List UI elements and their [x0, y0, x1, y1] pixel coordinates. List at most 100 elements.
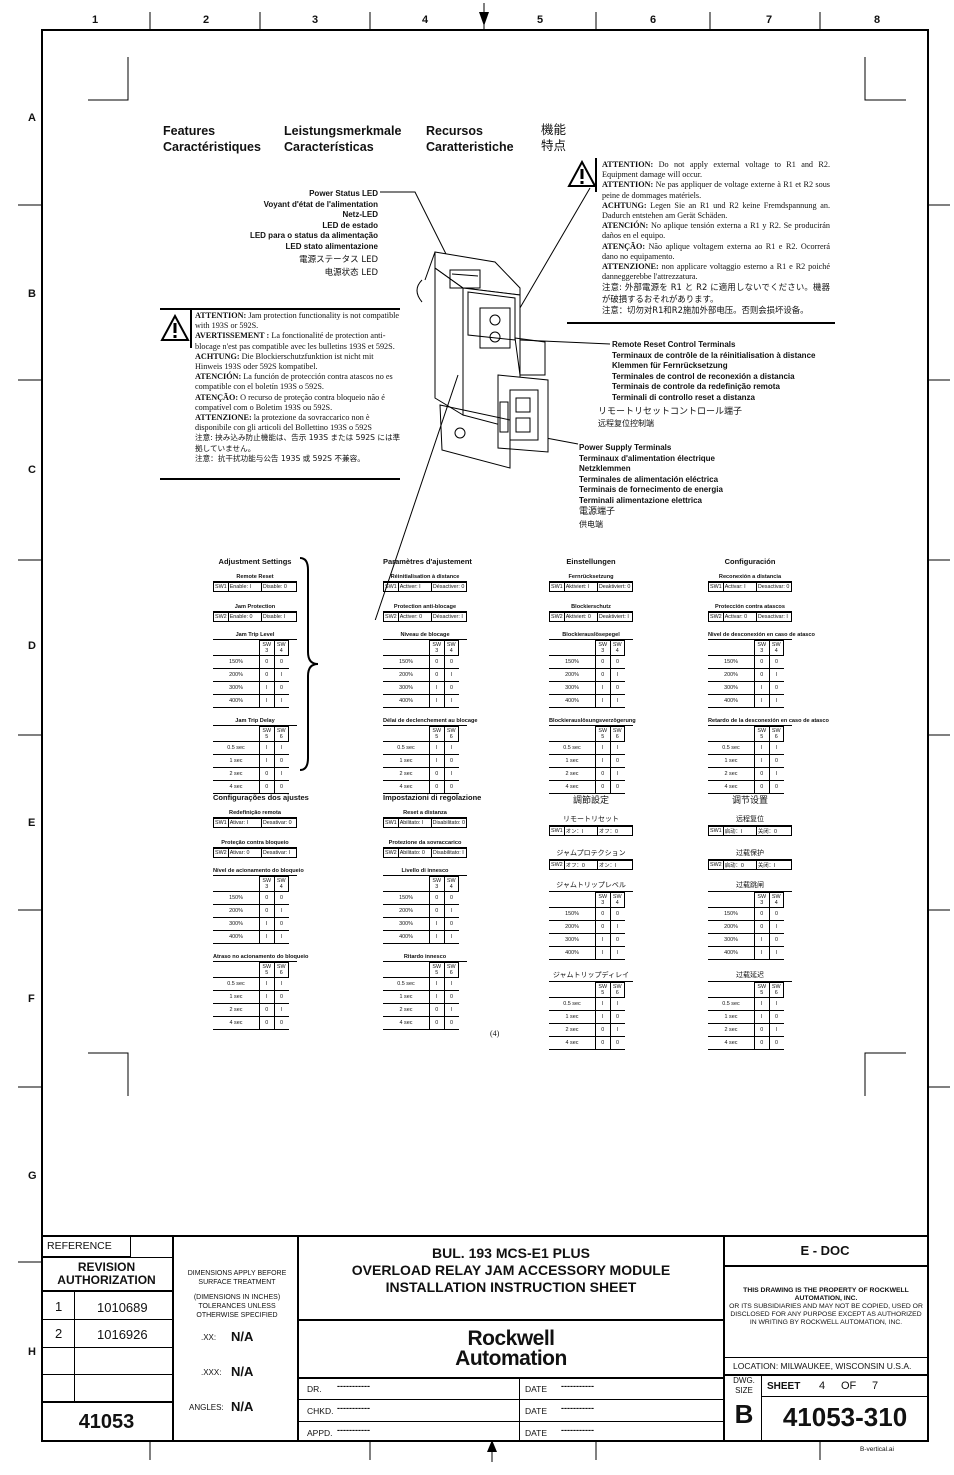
- table-cell: I: [443, 1003, 459, 1017]
- heading-text: Leistungsmerkmale: [284, 124, 402, 138]
- table-cell: 0: [768, 681, 784, 695]
- revision-authorization-label: REVISION AUTHORIZATION: [57, 1260, 156, 1287]
- table-cell: 0: [429, 668, 444, 682]
- row-label: C: [28, 464, 36, 476]
- angles-label: ANGLES:: [189, 1403, 224, 1412]
- table-cell: I: [754, 933, 769, 947]
- switch-values: SW 3 SW 4 150% 0 0 200% 0 I 300% I 0 400…: [708, 892, 784, 960]
- table-cell: 0: [768, 933, 784, 947]
- table-row: 300% I 0: [549, 681, 625, 695]
- table-cell: SW2: [213, 848, 229, 858]
- approved-by-label: APPD.: [307, 1428, 333, 1438]
- drawing-number: 41053-310: [782, 1402, 908, 1432]
- table-cell: 关闭：0: [755, 826, 793, 836]
- table-cell: Abilitato: 0: [397, 848, 432, 858]
- table-row: 1 sec I 0: [708, 1010, 784, 1024]
- table-cell: I: [273, 977, 289, 991]
- table-cell: I: [259, 754, 274, 768]
- reference-label: REFERENCE: [47, 1240, 112, 1252]
- revision-value: 1016926: [97, 1327, 148, 1342]
- table-cell: 400%: [708, 946, 755, 960]
- warning-line: ATTENZIONE: la protezione da sovraccaric…: [195, 413, 372, 433]
- date-value: -----------: [561, 1381, 594, 1391]
- table-cell: 400%: [383, 694, 430, 708]
- table-header: SW 4: [443, 876, 459, 892]
- table-header: SW 3: [259, 876, 275, 892]
- table-title: 调节设置: [731, 796, 768, 806]
- table-cell: I: [443, 668, 459, 682]
- table-subtitle: リモートリセット: [549, 814, 633, 826]
- table-subtitle: Nível de acionamento do bloqueio: [213, 868, 304, 876]
- table-cell: I: [768, 997, 784, 1011]
- table-cell: I: [429, 754, 444, 768]
- table-cell: I: [754, 681, 769, 695]
- row-label: H: [28, 1346, 36, 1358]
- table-cell: 0: [609, 933, 625, 947]
- table-cell: 4 sec: [708, 1036, 755, 1050]
- switch-values: SW 5 SW 6 0.5 sec I I 1 sec I 0 2 sec 0 …: [213, 962, 289, 1030]
- table-row: 200% 0 I: [708, 920, 784, 934]
- table-cell: 4 sec: [213, 1016, 260, 1030]
- switch-values: SW 5 SW 6 0.5 sec I I 1 sec I 0 2 sec 0 …: [383, 962, 459, 1030]
- table-cell: 150%: [383, 655, 430, 669]
- switch-assignment: SW2 Abilitato: 0 Disabilitato: I: [383, 848, 468, 858]
- warning-line: 注意：切勿对R1和R2施加外部电压。否则会损坏设备。: [602, 305, 809, 316]
- table-row: 200% 0 I: [383, 668, 459, 682]
- table-row: 4 sec 0 0: [383, 1016, 459, 1030]
- table-row: 400% I I: [708, 694, 784, 708]
- checked-by-label: CHKD.: [307, 1406, 334, 1416]
- table-cell: 200%: [213, 668, 260, 682]
- drawn-by-value: -----------: [337, 1381, 370, 1391]
- table-cell: 1 sec: [383, 754, 430, 768]
- switch-assignment: SW2 启动：0 关闭：I: [708, 860, 793, 870]
- table-subtitle: ジャムプロテクション: [549, 848, 633, 860]
- table-cell: I: [273, 668, 289, 682]
- label-line: 電源端子: [579, 507, 616, 517]
- label-line: Terminali alimentazione elettrica: [579, 495, 703, 505]
- date-value: -----------: [561, 1425, 594, 1435]
- table-cell: 1 sec: [383, 990, 430, 1004]
- table-header: SW 6: [768, 982, 784, 998]
- table-cell: Activar: I: [722, 582, 757, 592]
- table-row: 150% 0 0: [383, 891, 459, 905]
- table-cell: 0: [609, 754, 625, 768]
- table-row: 0.5 sec I I: [708, 997, 784, 1011]
- table-cell: Activer: 0: [397, 612, 432, 622]
- table-header: SW 5: [429, 726, 445, 742]
- heading-text: Características: [284, 140, 374, 154]
- label-line: 电源状态 LED: [324, 268, 378, 278]
- table-cell: 200%: [383, 668, 430, 682]
- table-cell: I: [754, 754, 769, 768]
- table-cell: 0: [259, 668, 274, 682]
- table-cell: 2 sec: [213, 767, 260, 781]
- table-title: Configuración: [724, 557, 776, 566]
- table-cell: Desactivar: I: [755, 612, 793, 622]
- table-cell: I: [443, 904, 459, 918]
- table-cell: 0: [273, 990, 289, 1004]
- table-header: SW 3: [754, 640, 770, 656]
- switch-assignment: SW2 Activer: 0 Désactiver: I: [383, 612, 468, 622]
- switch-values: SW 3 SW 4 150% 0 0 200% 0 I 300% I 0 400…: [213, 876, 289, 944]
- table-cell: 0: [259, 891, 274, 905]
- table-subtitle: Jam Trip Delay: [213, 718, 297, 726]
- document-number: 41053: [78, 1411, 135, 1433]
- sheet-number: 4: [819, 1380, 826, 1392]
- drawing-size-label: DWG. SIZE: [733, 1376, 755, 1395]
- column-label: 6: [650, 14, 657, 26]
- table-cell: 4 sec: [708, 780, 755, 794]
- date-label: DATE: [525, 1384, 548, 1394]
- tolerance-xxx-label: .XXX:: [201, 1368, 222, 1377]
- table-cell: I: [429, 930, 444, 944]
- table-cell: 0: [273, 1016, 289, 1030]
- heading-text: Caractéristiques: [163, 140, 261, 154]
- table-cell: Disable: I: [260, 612, 298, 622]
- table-subtitle: Réinitialisation à distance: [383, 574, 467, 582]
- table-cell: 0: [273, 780, 289, 794]
- table-header: SW 6: [273, 962, 289, 978]
- features-heading-pt-it: Recursos Caratteristiche: [426, 123, 514, 155]
- warning-line: ACHTUNG: Die Blockierschutzfunktion ist …: [195, 351, 374, 372]
